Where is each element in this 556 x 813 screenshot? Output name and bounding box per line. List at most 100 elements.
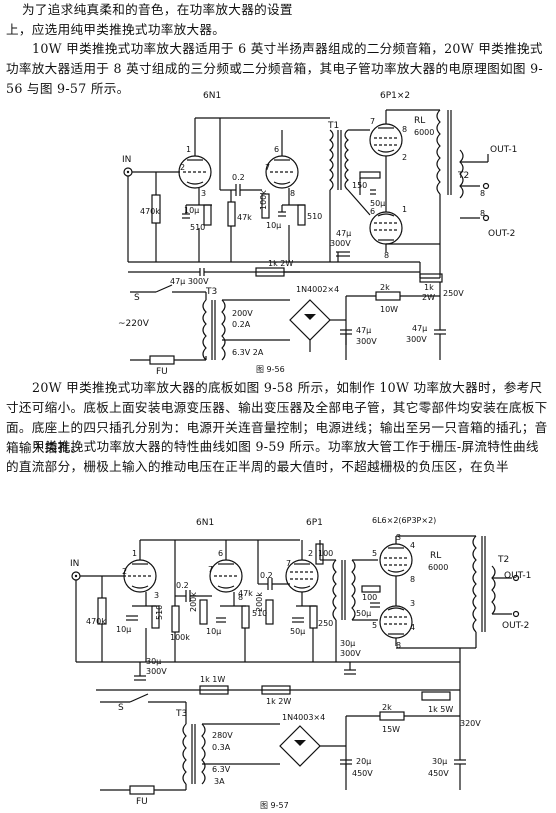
fig57-v300-a: 300V (340, 649, 361, 658)
figure-9-56: 6N1 6P1×2 IN 470k 1 2 3 10μ 510 (118, 91, 517, 377)
fig56-c47u-a: 47μ (336, 229, 351, 238)
fig57-c50u2: 50μ (356, 609, 371, 618)
svg-text:2: 2 (122, 567, 127, 576)
switch-icon (129, 693, 149, 703)
fig56-v250: 250V (443, 289, 464, 298)
fig56-sec2: 6.3V 2A (232, 348, 264, 357)
transformer-icon (472, 535, 477, 633)
fig56-r47k: 47k (237, 213, 252, 222)
svg-text:7: 7 (265, 163, 270, 172)
paragraph-curve: 甲类推挽式功率放大器的特性曲线如图 9-59 所示。功率放大管工作于栅压-屏流特… (6, 437, 551, 477)
fig57-c30u-b: 30μ (146, 657, 161, 666)
fig57-c30u-a: 30μ (340, 639, 355, 648)
fig57-caption: 图 9-57 (260, 801, 289, 810)
svg-text:5: 5 (372, 549, 377, 558)
fig56-w2: 2W (422, 293, 435, 302)
fig57-sec1: 280V (212, 731, 233, 740)
vacuum-tube-icon (379, 605, 413, 639)
fig57-out1: OUT-1 (504, 571, 531, 581)
svg-text:3: 3 (201, 189, 206, 198)
svg-text:5: 5 (372, 621, 377, 630)
fig57-r100k: 100k (170, 633, 190, 642)
vacuum-tube-icon (369, 211, 403, 245)
paragraph-intro: 为了追求纯真柔和的音色，在功率放大器的设置 上，应选用纯甲类推挽式功率放大器。 (6, 0, 551, 40)
transformer-icon (329, 129, 334, 191)
svg-text:6: 6 (370, 207, 375, 216)
fig57-r510b: 510 (252, 609, 267, 618)
fig57-tube2-label: 6P1 (306, 518, 323, 528)
fig56-tube1-label: 6N1 (203, 91, 221, 101)
fig56-t1: T1 (327, 121, 339, 131)
fig56-r2k: 2k (380, 283, 390, 292)
svg-text:2: 2 (402, 153, 407, 162)
fig57-c20u: 20μ (356, 757, 371, 766)
fig57-c02b: 0.2 (260, 571, 273, 580)
fig57-out2: OUT-2 (502, 621, 529, 631)
svg-text:8: 8 (238, 593, 243, 602)
fig56-rl: RL (414, 116, 425, 126)
fig56-r510a: 510 (190, 223, 205, 232)
svg-text:2: 2 (180, 163, 185, 172)
fig56-v300-a: 300V (330, 239, 351, 248)
fig57-in-label: IN (70, 559, 79, 569)
svg-text:2: 2 (308, 549, 313, 558)
svg-text:8: 8 (290, 189, 295, 198)
svg-text:7: 7 (370, 117, 375, 126)
svg-text:4: 4 (410, 541, 415, 550)
transformer-icon (332, 559, 337, 621)
fig56-r1k2w: 1k 2W (268, 259, 293, 268)
fig56-r470k: 470k (140, 207, 160, 216)
fig56-c47u-b: 47μ (356, 326, 371, 335)
fig57-c10u2: 10μ (206, 627, 221, 636)
switch-icon (155, 284, 173, 293)
fig56-caption: 图 9-56 (256, 365, 285, 374)
svg-text:6: 6 (218, 549, 223, 558)
svg-text:1: 1 (132, 549, 137, 558)
fig56-c47u-c: 47μ (412, 324, 427, 333)
curve-text: 甲类推挽式功率放大器的特性曲线如图 9-59 所示。功率放大管工作于栅压-屏流特… (6, 439, 539, 474)
description-text: 10W 甲类推挽式功率放大器适用于 6 英寸半扬声器组成的二分频音箱，20W 甲… (6, 41, 543, 96)
paragraph-chassis: 20W 甲类推挽式功率放大器的底板如图 9-58 所示，如制作 10W 功率放大… (6, 378, 551, 458)
fig56-diodes: 1N4002×4 (296, 285, 339, 294)
svg-text:4: 4 (410, 623, 415, 632)
fig56-c50u: 50μ (370, 199, 385, 208)
fig57-r1k1w: 1k 1W (200, 675, 225, 684)
fig57-v300-b: 300V (146, 667, 167, 676)
fig57-sec2: 6.3V (212, 765, 231, 774)
fig56-v300-c: 300V (406, 335, 427, 344)
fig57-w15: 15W (382, 725, 400, 734)
fig57-c02a: 0.2 (176, 581, 189, 590)
fig57-r470k: 470k (86, 617, 106, 626)
fig57-fu: FU (136, 797, 148, 807)
svg-text:8: 8 (396, 641, 401, 650)
svg-text:1: 1 (402, 205, 407, 214)
fuse-icon (129, 785, 155, 795)
svg-text:7: 7 (286, 559, 291, 568)
svg-text:8: 8 (480, 209, 485, 218)
fig57-v450a: 450V (352, 769, 373, 778)
fig57-diodes: 1N4003×4 (282, 713, 325, 722)
fig57-r200k2: 200k (255, 592, 264, 612)
fig57-s: S (118, 703, 124, 713)
fig56-c10u2: 10μ (266, 221, 281, 230)
fig56-r1k: 1k (424, 283, 434, 292)
svg-text:1: 1 (186, 145, 191, 154)
fig57-r100b: 100 (362, 593, 377, 602)
paragraph-description: 10W 甲类推挽式功率放大器适用于 6 英寸半扬声器组成的二分频音箱，20W 甲… (6, 39, 551, 99)
svg-text:7: 7 (208, 565, 213, 574)
vacuum-tube-icon (379, 543, 413, 577)
svg-text:8: 8 (384, 251, 389, 260)
fig57-c30u-c: 30μ (432, 757, 447, 766)
fig56-out1: OUT-1 (490, 145, 517, 155)
vacuum-tube-icon (369, 123, 403, 157)
fig56-tube2-label: 6P1×2 (380, 91, 410, 101)
fig57-r47k: 47k (238, 589, 253, 598)
fig57-sec2b: 3A (214, 777, 225, 786)
fig57-r200k: 200k (189, 592, 198, 612)
fig56-s: S (134, 293, 140, 303)
fig57-tube1-label: 6N1 (196, 518, 214, 528)
svg-text:3: 3 (396, 533, 401, 542)
fig56-c02: 0.2 (232, 173, 245, 182)
fig56-t3: T3 (205, 287, 217, 297)
